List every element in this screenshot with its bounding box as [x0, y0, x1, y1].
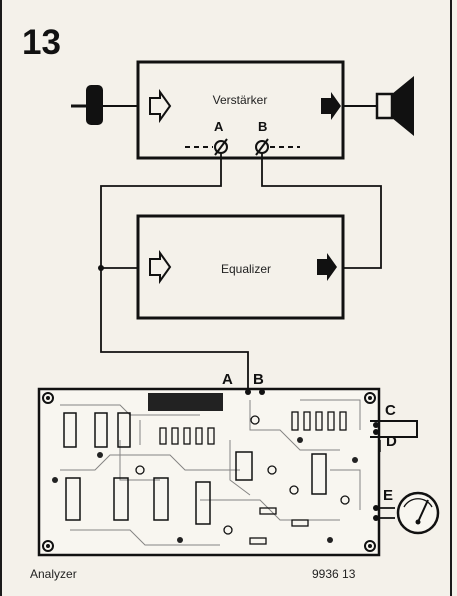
ic-chip: [65, 477, 81, 521]
ic-chip: [117, 412, 131, 448]
amplifier-terminal-a-label: A: [214, 119, 224, 134]
pcb-pin-d-label: D: [386, 433, 397, 450]
mounting-hole-icon: [364, 392, 376, 404]
terminal-a-icon: [214, 138, 228, 156]
equalizer-box: Equalizer: [136, 214, 345, 320]
ic-chip: [63, 412, 77, 448]
ic-chip: [195, 481, 211, 525]
potentiometer-icon: [370, 420, 418, 438]
ic-chip: [311, 453, 327, 495]
meter-icon: [376, 491, 440, 535]
terminal-b-icon: [255, 138, 269, 156]
amplifier-label: Verstärker: [213, 93, 268, 107]
mounting-hole-icon: [42, 540, 54, 552]
figure-number: 13: [22, 23, 61, 62]
pcb-pin-a-label: A: [222, 371, 233, 388]
output-arrow-icon: [321, 92, 341, 120]
pcb-pin-c-label: C: [385, 402, 396, 419]
microphone-icon: [71, 85, 138, 125]
loudspeaker-icon: [343, 76, 414, 136]
pcb-pin-e-label: E: [383, 487, 393, 504]
ic-chip: [94, 412, 108, 448]
mounting-hole-icon: [364, 540, 376, 552]
signal-wiring: [100, 153, 382, 392]
amplifier-terminal-b-label: B: [258, 119, 267, 134]
amplifier-box: Verstärker A B: [136, 60, 345, 160]
junction-dot: [98, 265, 104, 271]
pcb-caption: Analyzer: [30, 567, 77, 581]
ic-chip: [235, 451, 253, 481]
mounting-hole-icon: [42, 392, 54, 404]
ic-chip: [148, 393, 223, 411]
input-arrow-icon: [149, 88, 172, 124]
analyzer-pcb: [37, 387, 381, 557]
ic-chip: [113, 477, 129, 521]
output-arrow-icon: [317, 253, 337, 281]
pcb-pin-b-label: B: [253, 371, 264, 388]
pcb-code: 9936 13: [312, 567, 356, 581]
input-arrow-icon: [149, 249, 172, 285]
ic-chip: [153, 477, 169, 521]
equalizer-label: Equalizer: [221, 262, 271, 276]
